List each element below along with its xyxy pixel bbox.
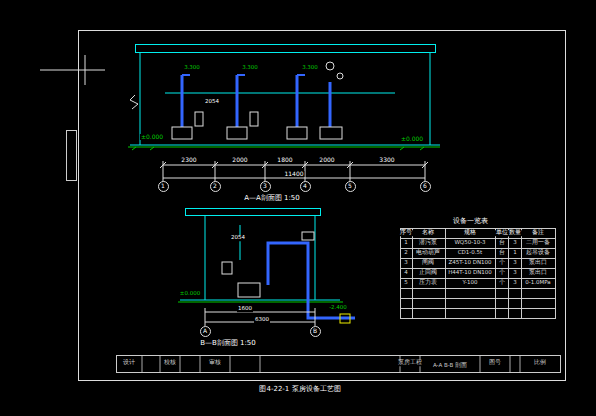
axis-number: 4 bbox=[303, 183, 307, 189]
axis-bubble: 4 bbox=[300, 181, 311, 192]
table-cell: 3 bbox=[512, 280, 518, 286]
elevation: 3.300 bbox=[241, 65, 259, 71]
table-cell: Z45T-10 DN100 bbox=[447, 260, 492, 266]
title-block-cell: 图号 bbox=[488, 360, 502, 366]
axis-number: B bbox=[313, 328, 317, 334]
table-cell: 序号 bbox=[399, 230, 413, 236]
elevation: 3.300 bbox=[301, 65, 319, 71]
table-cell: 3 bbox=[403, 260, 409, 266]
table-cell: 0-1.0MPa bbox=[524, 280, 551, 286]
title-block-cell: 设计 bbox=[122, 360, 136, 366]
table-title: 设备一览表 bbox=[452, 218, 489, 225]
table-cell: H44T-10 DN100 bbox=[447, 270, 493, 276]
axis-bubble: A bbox=[200, 326, 211, 337]
table-cell: 电动葫芦 bbox=[415, 250, 441, 256]
elevation: ±0.000 bbox=[140, 134, 164, 140]
table-cell: 5 bbox=[403, 280, 409, 286]
dimension: 3300 bbox=[378, 157, 395, 163]
axis-number: A bbox=[203, 328, 207, 334]
title-block-cell: 校核 bbox=[163, 360, 177, 366]
table-cell: 潜污泵 bbox=[418, 240, 438, 246]
title-block-cell: 泵房工程 bbox=[397, 360, 423, 366]
title-block-cell: 审核 bbox=[208, 360, 222, 366]
sheet-title: 图4-22-1 泵房设备工艺图 bbox=[258, 386, 341, 393]
table-cell: 台 bbox=[498, 240, 506, 246]
table-cell: 单位 bbox=[495, 230, 509, 236]
dimension: 1800 bbox=[276, 157, 293, 163]
dimension: 2054 bbox=[204, 99, 220, 105]
table-cell: WQ50-10-3 bbox=[453, 240, 486, 246]
table-cell: 名称 bbox=[421, 230, 435, 236]
table-cell: 泵出口 bbox=[528, 260, 548, 266]
table-cell: 1 bbox=[403, 240, 409, 246]
axis-bubble: 1 bbox=[158, 181, 169, 192]
axis-number: 3 bbox=[263, 183, 267, 189]
table-cell: 闸阀 bbox=[421, 260, 435, 266]
axis-bubble: 3 bbox=[260, 181, 271, 192]
table-cell: 个 bbox=[498, 280, 506, 286]
table-cell: 个 bbox=[498, 270, 506, 276]
title-block-cell: 比例 bbox=[533, 360, 547, 366]
axis-bubble: B bbox=[310, 326, 321, 337]
table-cell: 3 bbox=[512, 270, 518, 276]
table-cell: 3 bbox=[512, 240, 518, 246]
table-cell: 4 bbox=[403, 270, 409, 276]
section-caption: A—A剖面图 1:50 bbox=[243, 195, 301, 202]
table-cell: CD1-0.5t bbox=[457, 250, 483, 256]
table-cell: 3 bbox=[512, 260, 518, 266]
table-cell: 2 bbox=[403, 250, 409, 256]
table-cell: 起吊设备 bbox=[525, 250, 551, 256]
axis-bubble: 6 bbox=[420, 181, 431, 192]
dimension: 1600 bbox=[237, 306, 253, 312]
dimension: 2054 bbox=[230, 235, 246, 241]
title-block-cell: A-A B-B 剖面 bbox=[432, 363, 468, 369]
table-cell: 1 bbox=[512, 250, 518, 256]
table-cell: 备注 bbox=[531, 230, 545, 236]
dimension: 2000 bbox=[318, 157, 335, 163]
table-cell: 数量 bbox=[508, 230, 522, 236]
section-caption: B—B剖面图 1:50 bbox=[199, 340, 257, 347]
table-cell: 台 bbox=[498, 250, 506, 256]
dimension: 11400 bbox=[283, 171, 304, 177]
axis-number: 2 bbox=[213, 183, 217, 189]
table-cell: 个 bbox=[498, 260, 506, 266]
dimension: 2300 bbox=[180, 157, 197, 163]
dimension: 6300 bbox=[254, 317, 270, 323]
table-cell: 规格 bbox=[463, 230, 477, 236]
axis-bubble: 5 bbox=[345, 181, 356, 192]
table-cell: 压力表 bbox=[418, 280, 438, 286]
table-cell: Y-100 bbox=[461, 280, 478, 286]
elevation: 3.300 bbox=[183, 65, 201, 71]
dimension: 2000 bbox=[231, 157, 248, 163]
axis-number: 5 bbox=[348, 183, 352, 189]
table-cell: 止回阀 bbox=[418, 270, 438, 276]
elevation: -2.400 bbox=[328, 305, 348, 311]
axis-bubble: 2 bbox=[210, 181, 221, 192]
table-cell: 泵出口 bbox=[528, 270, 548, 276]
elevation: ±0.000 bbox=[179, 291, 201, 297]
elevation: ±0.000 bbox=[400, 136, 424, 142]
table-cell: 二用一备 bbox=[525, 240, 551, 246]
axis-number: 1 bbox=[161, 183, 165, 189]
axis-number: 6 bbox=[423, 183, 427, 189]
